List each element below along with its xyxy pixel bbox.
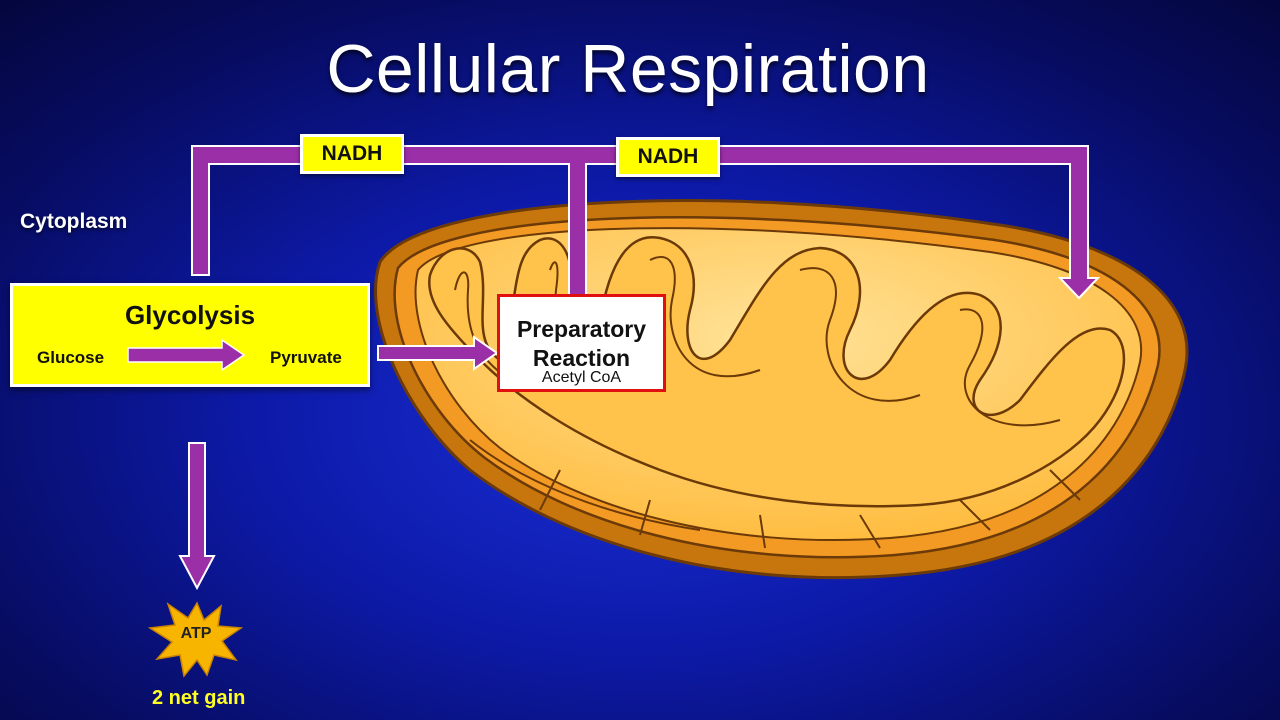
prep-title-line1: Preparatory — [516, 316, 647, 342]
glycolysis-to-atp-arrow — [178, 442, 216, 591]
acetyl-coa-label: Acetyl CoA — [541, 369, 622, 386]
slide-title: Cellular Respiration — [326, 31, 930, 107]
cytoplasm-label: Cytoplasm — [20, 210, 128, 233]
glucose-label: Glucose — [37, 348, 105, 367]
atp-star-icon — [147, 601, 244, 678]
glycolysis-title: Glycolysis — [124, 300, 256, 330]
preparatory-reaction-box: Preparatory Reaction Acetyl CoA — [497, 294, 666, 392]
atp-caption: 2 net gain — [152, 687, 246, 709]
pyruvate-to-prep-arrow — [377, 335, 499, 371]
nadh-label-1: NADH — [300, 134, 404, 174]
glycolysis-box: Glycolysis Glucose Pyruvate — [10, 283, 370, 387]
atp-label: ATP — [180, 625, 212, 642]
prep-title-line2: Reaction — [532, 345, 631, 371]
nadh-label-2: NADH — [616, 137, 720, 177]
pyruvate-label: Pyruvate — [270, 348, 342, 367]
